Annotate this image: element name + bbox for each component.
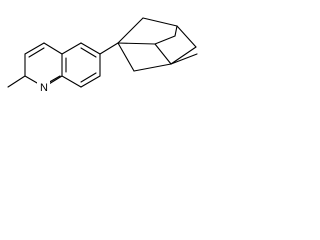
bond xyxy=(176,25,197,48)
chemical-structure-drawing: N xyxy=(7,17,198,94)
methyl-bond xyxy=(7,75,26,88)
bond xyxy=(170,46,197,65)
bond xyxy=(117,42,156,45)
bond xyxy=(154,43,172,65)
bond xyxy=(24,42,45,55)
adamantane-cage xyxy=(117,17,198,72)
bond xyxy=(61,75,82,88)
nitrogen-atom-label: N xyxy=(40,82,48,94)
bond xyxy=(174,25,178,37)
bond xyxy=(80,42,101,55)
bond xyxy=(142,17,178,27)
bond xyxy=(170,53,198,65)
bond xyxy=(117,42,135,72)
double-bond-inner xyxy=(80,47,97,58)
adamantyl-link-bond xyxy=(99,42,119,55)
bond xyxy=(43,42,63,55)
double-bond-inner xyxy=(28,47,45,58)
bond xyxy=(61,42,82,55)
bond xyxy=(80,75,101,88)
bond xyxy=(117,17,144,44)
bond xyxy=(133,63,172,72)
atom-label-background xyxy=(37,80,50,94)
quinoline-ring xyxy=(24,42,101,88)
bond xyxy=(154,35,176,45)
double-bond-inner xyxy=(80,72,97,83)
